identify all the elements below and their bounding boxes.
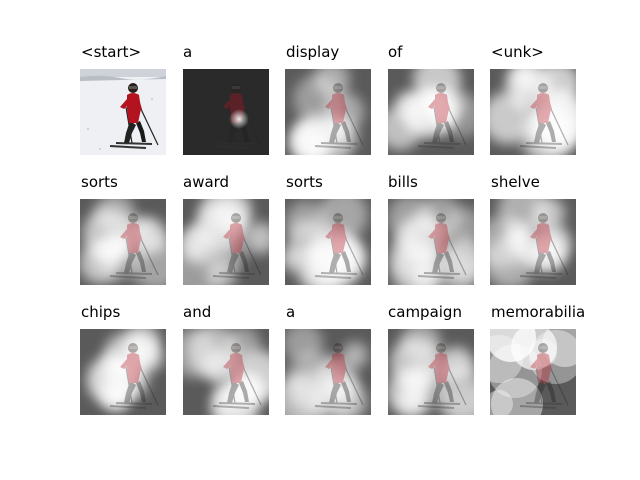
word-label-10: shelve [491, 173, 540, 191]
word-label-15: memorabilia [491, 303, 586, 321]
attention-tile-1 [80, 69, 166, 155]
attention-tile-4 [388, 69, 474, 155]
word-label-11: chips [81, 303, 121, 321]
word-label-7: award [183, 173, 230, 191]
word-label-6: sorts [81, 173, 118, 191]
attention-tile-2 [183, 69, 269, 155]
attention-tile-5 [490, 69, 576, 155]
attention-tile-13 [285, 329, 371, 415]
word-label-8: sorts [286, 173, 323, 191]
word-label-1: <start> [81, 43, 142, 61]
word-label-2: a [183, 43, 193, 61]
attention-tile-14 [388, 329, 474, 415]
attention-tile-8 [285, 199, 371, 285]
word-label-5: <unk> [491, 43, 544, 61]
attention-tile-3 [285, 69, 371, 155]
attention-tile-10 [490, 199, 576, 285]
attention-tile-12 [183, 329, 269, 415]
word-label-4: of [388, 43, 403, 61]
attention-tile-6 [80, 199, 166, 285]
attention-tile-9 [388, 199, 474, 285]
attention-tile-11 [80, 329, 166, 415]
attention-tile-7 [183, 199, 269, 285]
word-label-13: a [286, 303, 296, 321]
word-label-3: display [286, 43, 340, 61]
word-label-12: and [183, 303, 212, 321]
word-label-14: campaign [388, 303, 462, 321]
word-label-9: bills [388, 173, 418, 191]
attention-tile-15 [490, 329, 576, 415]
